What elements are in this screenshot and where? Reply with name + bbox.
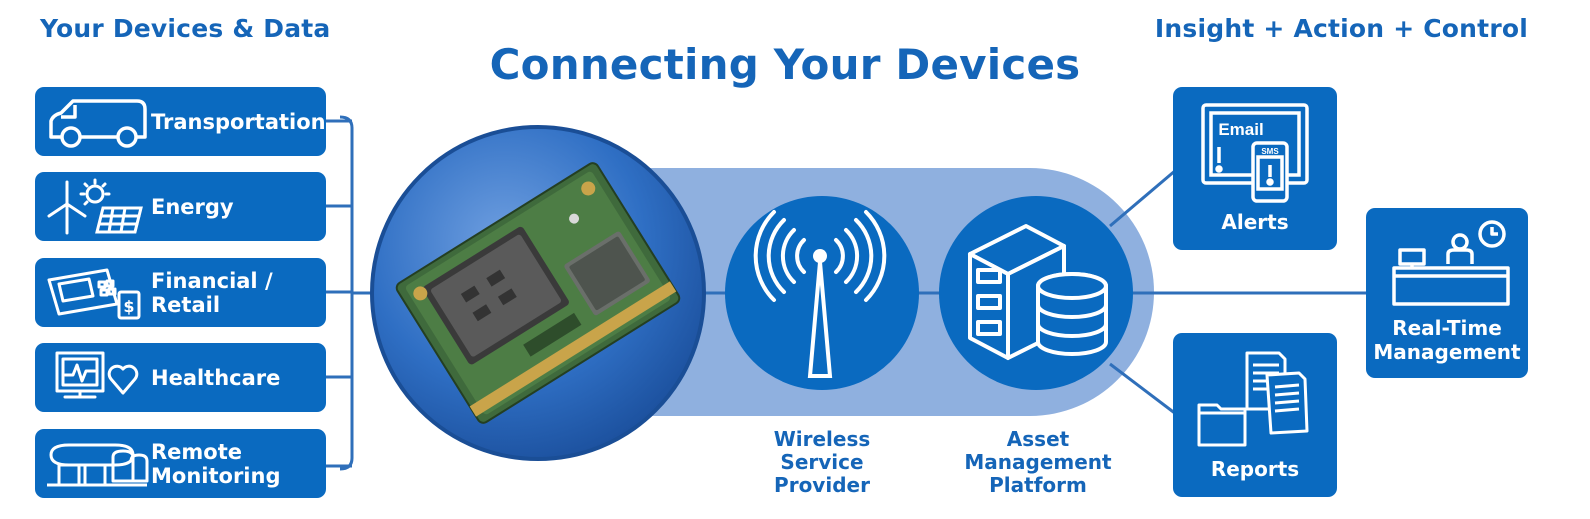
realtime-management-box[interactable]: Real-Time Management: [1366, 208, 1528, 378]
reports-box[interactable]: Reports: [1173, 333, 1337, 497]
category-label: Remote Monitoring: [151, 439, 281, 488]
payment-terminal-icon: $: [47, 268, 141, 320]
reports-connector-line: [1109, 362, 1177, 416]
category-label: Transportation: [151, 109, 326, 134]
platform-circle: [939, 196, 1133, 390]
circuit-board-icon: [395, 162, 681, 424]
email-sms-alert-icon: Email SMS: [1201, 103, 1309, 203]
category-transportation[interactable]: Transportation: [35, 87, 326, 156]
category-remote-monitoring[interactable]: Remote Monitoring: [35, 429, 326, 498]
storage-tanks-icon: [47, 443, 149, 487]
sms-text: SMS: [1261, 147, 1279, 156]
wireless-provider-caption: Wireless Service Provider: [773, 427, 871, 497]
email-text: Email: [1218, 120, 1263, 139]
category-energy[interactable]: Energy: [35, 172, 326, 241]
category-financial-retail[interactable]: $ Financial / Retail: [35, 258, 326, 327]
category-label: Healthcare: [151, 365, 281, 390]
insight-heading: Insight + Action + Control: [1154, 14, 1528, 43]
category-healthcare[interactable]: Healthcare: [35, 343, 326, 412]
wind-turbine-sun-solar-panel-icon: [47, 178, 143, 235]
wireless-tower-icon: [753, 210, 887, 378]
alerts-connector-line: [1109, 168, 1177, 228]
category-label: Financial / Retail: [151, 268, 273, 317]
alerts-label: Alerts: [1221, 210, 1289, 234]
device-bracket-lines: [326, 115, 380, 471]
alerts-box[interactable]: Email SMS Alerts: [1173, 87, 1337, 250]
server-database-icon: [968, 224, 1108, 360]
svg-text:$: $: [123, 297, 134, 316]
module-circle: [370, 125, 706, 461]
van-icon: [49, 99, 147, 148]
asset-platform-caption: Asset Management Platform: [964, 427, 1112, 497]
realtime-management-label: Real-Time Management: [1373, 316, 1521, 364]
devices-heading: Your Devices & Data: [40, 14, 331, 43]
heart-monitor-icon: [55, 351, 139, 399]
desk-clock-user-icon: [1392, 220, 1510, 306]
reports-label: Reports: [1210, 457, 1300, 481]
category-label: Energy: [151, 194, 234, 219]
page-title: Connecting Your Devices: [489, 40, 1081, 89]
wireless-circle: [725, 196, 919, 390]
reports-documents-icon: [1197, 351, 1309, 447]
